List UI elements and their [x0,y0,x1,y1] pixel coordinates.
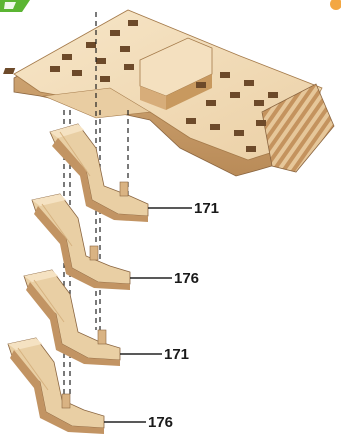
step-badge-icon [0,0,30,12]
part-number-label: 171 [164,347,189,363]
part-number-label: 176 [148,415,173,431]
part-number-label: 176 [174,271,199,287]
corner-accent-icon [330,0,341,10]
assembled-structure [3,10,334,176]
part-number-label: 171 [194,201,219,217]
